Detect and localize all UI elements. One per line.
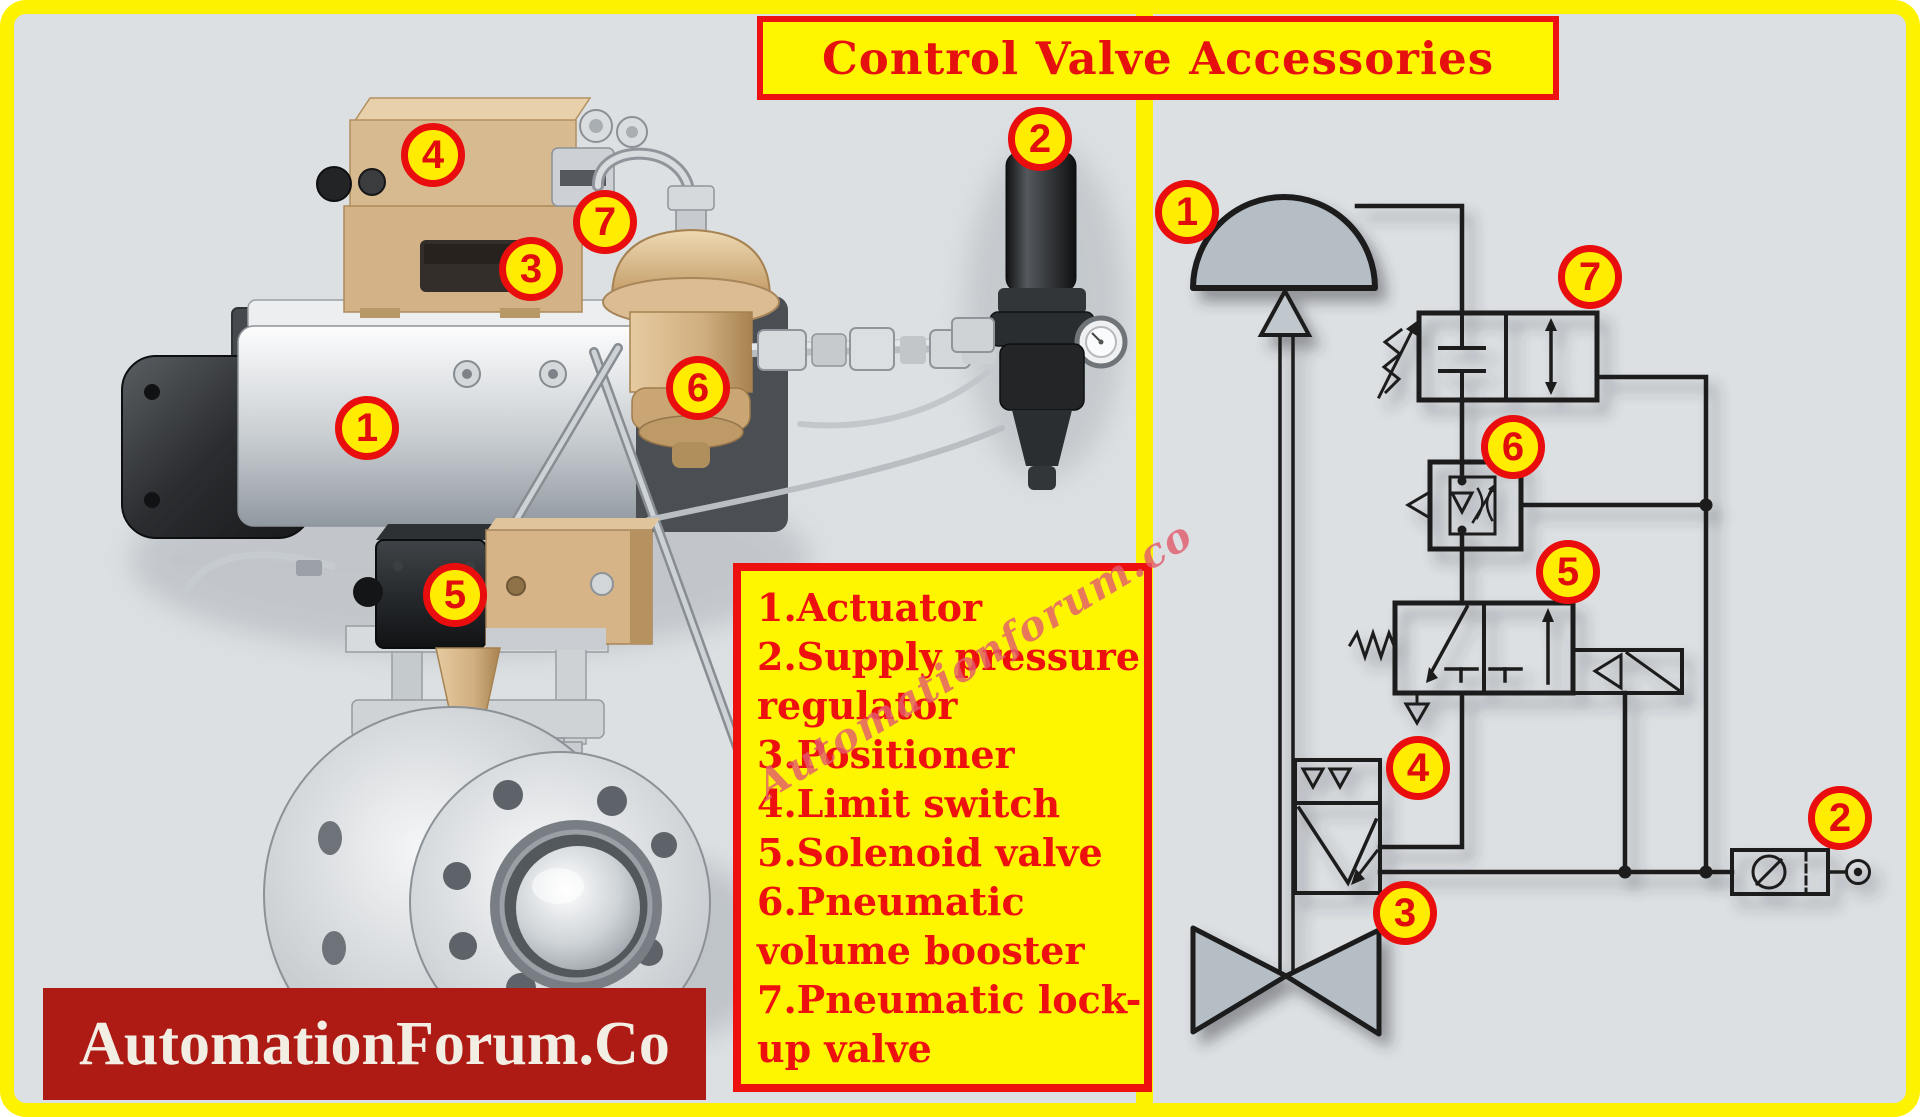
valve-body-symbol [1190,925,1382,1037]
positioner-symbol [1293,801,1382,895]
badge-photo-3: 3 [499,237,563,301]
badge-schematic-4: 4 [1386,736,1450,800]
badge-schematic-3: 3 [1373,881,1437,945]
badge-photo-7: 7 [573,190,637,254]
badge-schematic-2: 2 [1808,786,1872,850]
lockup-valve-symbol [1376,310,1600,403]
badge-photo-4: 4 [401,123,465,187]
legend-line: 1.Actuator [757,585,983,630]
legend-line: 6.Pneumatic [757,879,1025,924]
legend-line: 5.Solenoid valve [757,830,1103,875]
legend-line: regulator [757,683,958,728]
badge-photo-2: 2 [1008,107,1072,171]
line-solenoid-to-positioner [1377,690,1465,850]
badge-photo-6: 6 [666,356,730,420]
badge-schematic-7: 7 [1558,245,1622,309]
actuator-symbol [1190,194,1378,978]
page-title: Control Valve Accessories [821,31,1495,85]
legend-line: 7.Pneumatic lock- [757,977,1142,1022]
logo-text: AutomationForum.Co [79,1009,670,1078]
regulator-symbol [1730,848,1871,896]
legend-line: 2.Supply pressure [757,634,1141,679]
logo-banner: AutomationForum.Co [43,988,706,1100]
badge-schematic-5: 5 [1536,540,1600,604]
title-banner: Control Valve Accessories [757,16,1559,100]
badge-schematic-6: 6 [1481,415,1545,479]
legend-line: 4.Limit switch [757,781,1061,826]
limit-switch-symbol [1293,758,1382,805]
pneumatic-schematic [1190,194,1871,1037]
legend-line: volume booster [757,928,1085,973]
rod-clevis [296,560,322,576]
badge-schematic-1: 1 [1155,180,1219,244]
legend-line: up valve [757,1026,932,1071]
badge-photo-5: 5 [423,563,487,627]
line-lockup-to-supply [1594,374,1709,875]
solenoid-valve-symbol [1347,600,1684,875]
badge-photo-1: 1 [335,396,399,460]
solenoid-photo [353,518,660,650]
booster-symbol [1405,459,1713,606]
legend-line: 3.Positioner [757,732,1015,777]
supply-line [1377,865,1735,879]
line-actuator-to-lockup [1354,203,1465,316]
